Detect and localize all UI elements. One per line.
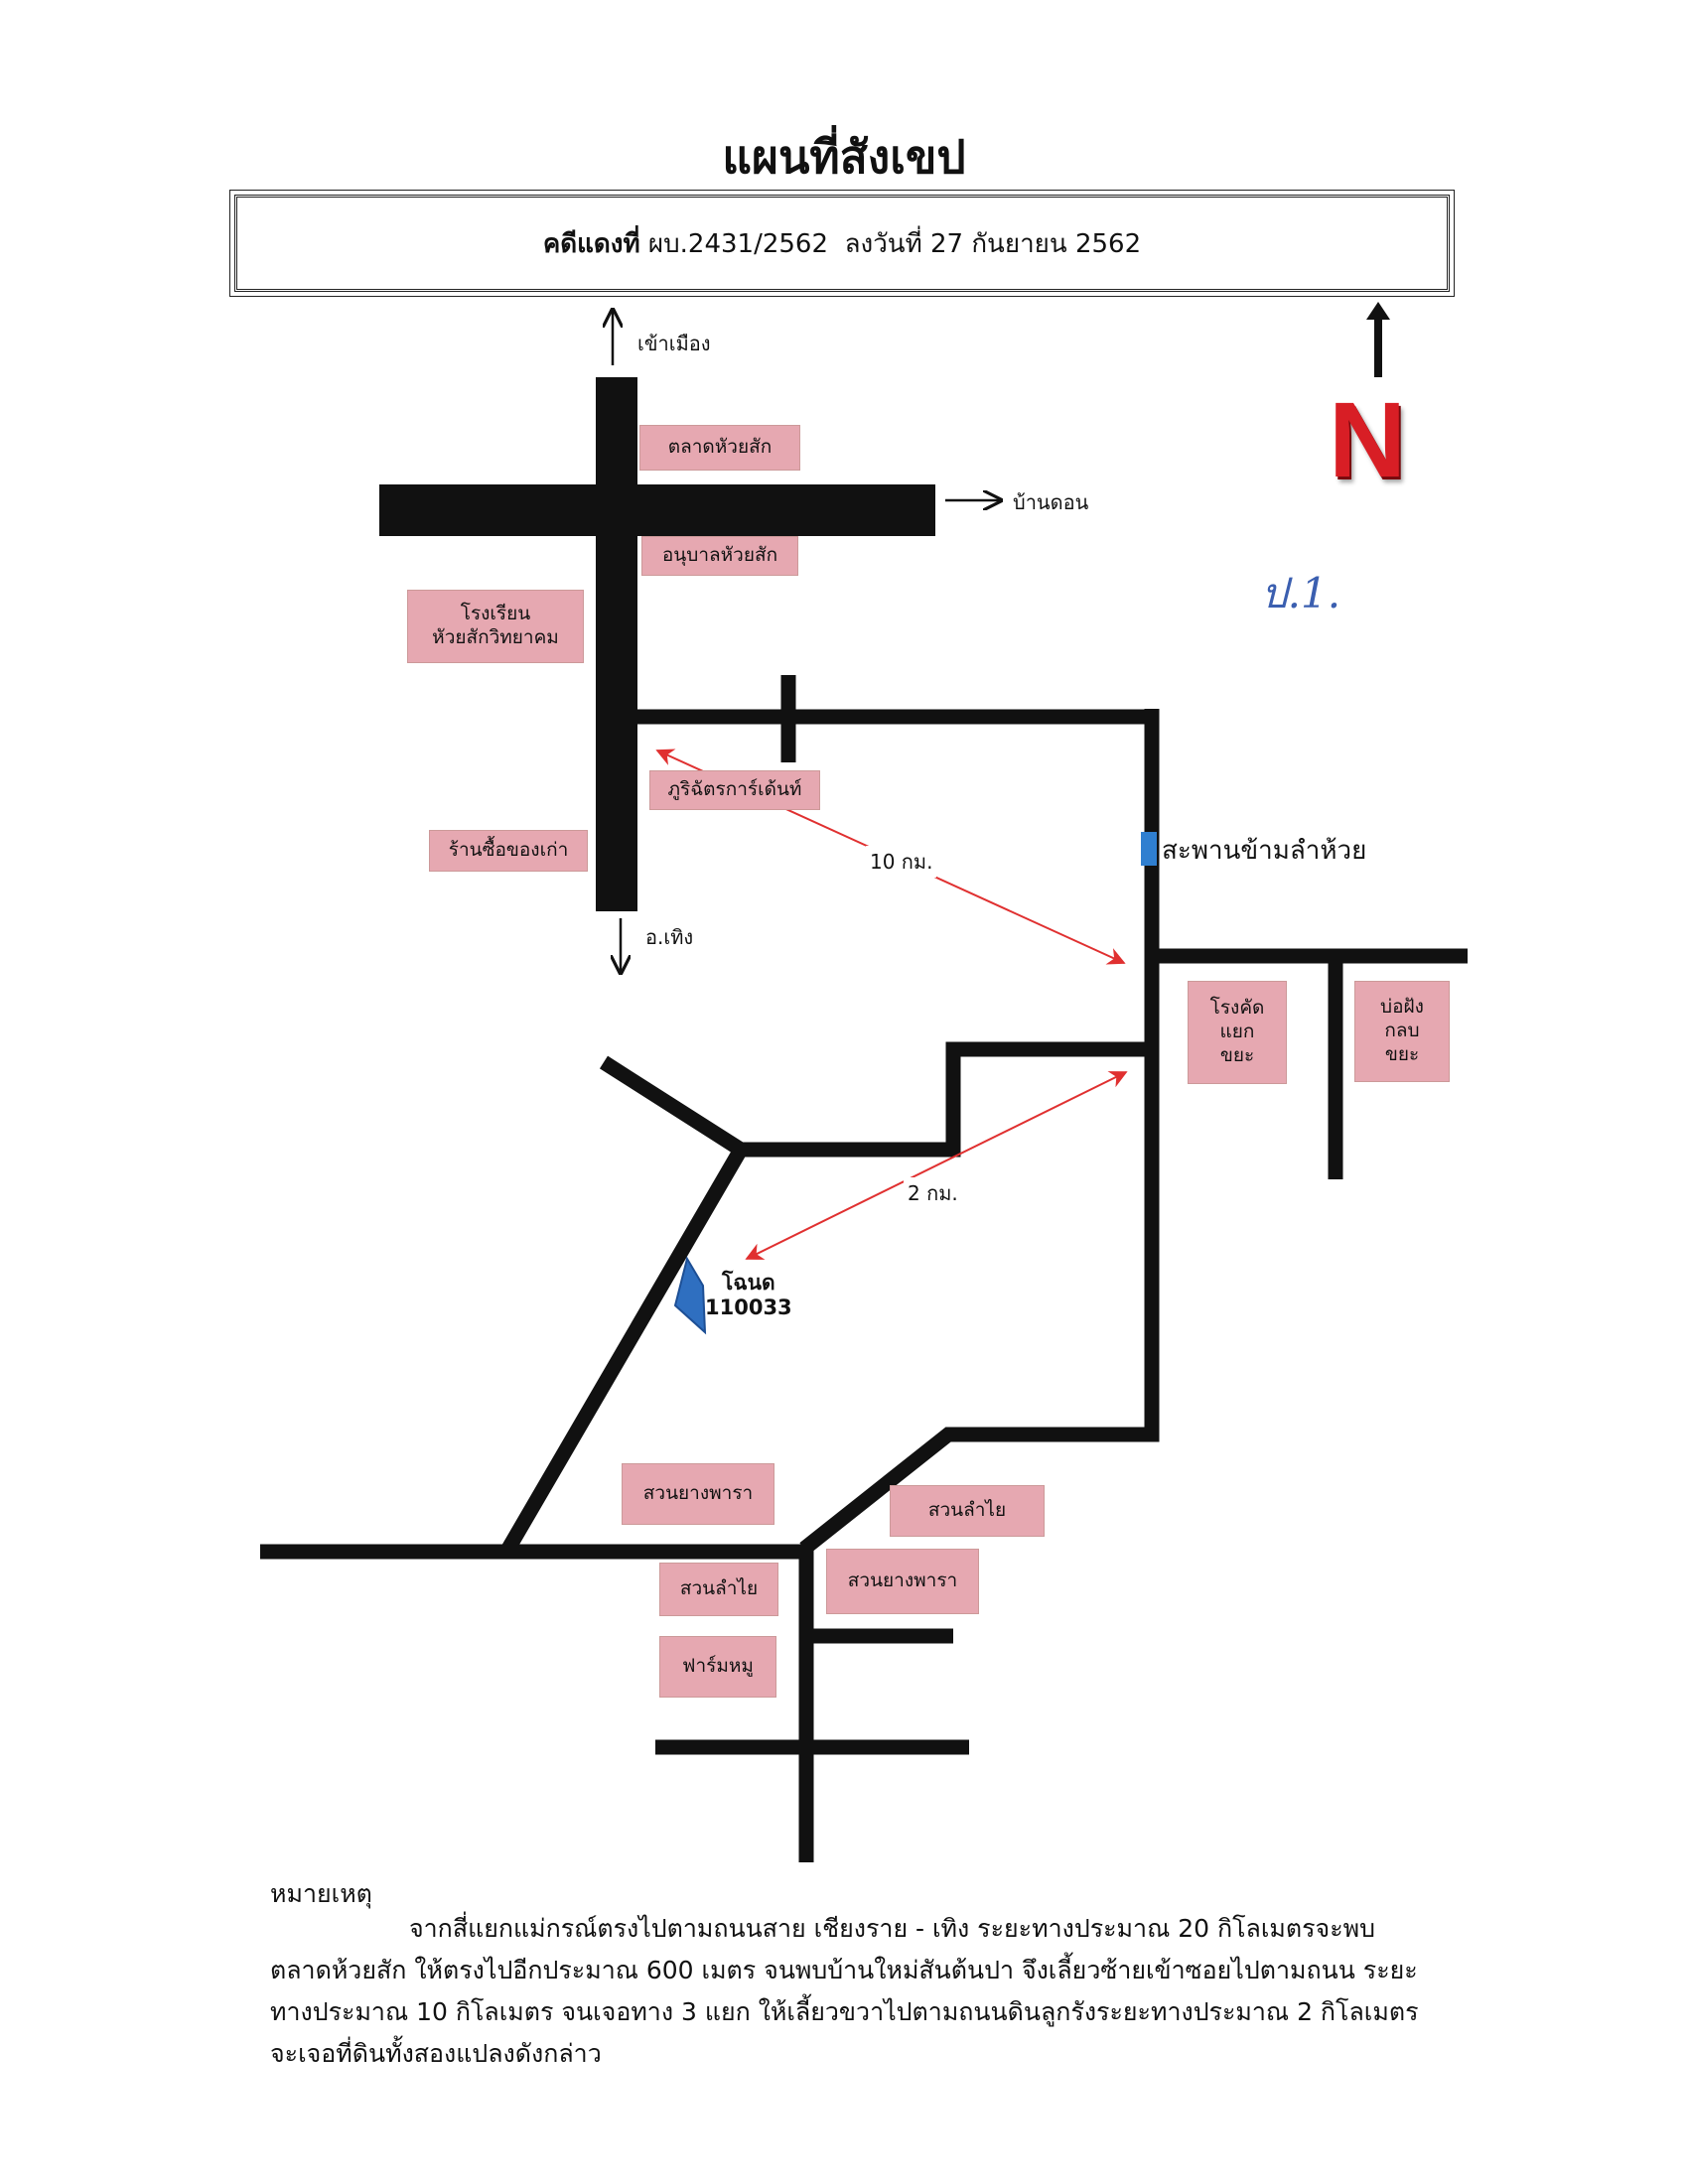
label-to-city: เข้าเมือง: [637, 332, 711, 355]
landmark-pig-farm: ฟาร์มหมู: [659, 1636, 776, 1698]
landmark-longan-2: สวนลำไย: [659, 1563, 778, 1616]
label-to-thoeng: อ.เทิง: [645, 925, 694, 949]
landmark-school: โรงเรียน หัวยสักวิทยาคม: [407, 590, 584, 663]
landmark-waste-sorting: โรงคัด แยก ขยะ: [1188, 981, 1287, 1084]
landmark-antique-shop: ร้านซื้อของเก่า: [429, 830, 588, 872]
case-reference-box: คดีแดงที่ ผบ.2431/2562 ลงวันที่ 27 กันยา…: [229, 190, 1455, 297]
landmark-market: ตลาดหัวยสัก: [639, 425, 800, 471]
landmark-rubber-1: สวนยางพารา: [622, 1463, 774, 1525]
distance-label-10km: 10 กม.: [866, 846, 937, 878]
note-body: จากสี่แยกแม่กรณ์ตรงไปตามถนนสาย เชียงราย …: [270, 1914, 1419, 2068]
case-number: ผบ.2431/2562: [647, 228, 829, 259]
road-main-highway: [596, 377, 637, 911]
north-indicator: N: [1329, 379, 1406, 499]
distance-arrow-2km: [745, 1071, 1128, 1260]
landmark-garden-shop: ภูริฉัตรการ์เด้นท์: [649, 770, 820, 810]
case-prefix: คดีแดงที่: [542, 228, 640, 259]
note-heading: หมายเหตุ: [270, 1879, 372, 1908]
case-date-prefix: ลงวันที่: [844, 228, 922, 259]
deed-parcel-marker: [673, 1256, 707, 1335]
case-reference-line: คดีแดงที่ ผบ.2431/2562 ลงวันที่ 27 กันยา…: [543, 223, 1141, 264]
north-arrow-head: [1366, 302, 1390, 320]
label-to-ban-don: บ้านดอน: [1013, 490, 1089, 514]
case-date: 27 กันยายน 2562: [929, 228, 1142, 259]
deed-label: โฉนด 110033: [705, 1271, 792, 1320]
deed-number: 110033: [705, 1296, 792, 1320]
map-title: แผนที่สังเขป: [722, 130, 966, 184]
landmark-longan-1: สวนลำไย: [890, 1485, 1045, 1537]
handwritten-mark: ป.1.: [1261, 569, 1341, 617]
distance-label-2km: 2 กม.: [904, 1177, 962, 1209]
landmark-rubber-2: สวนยางพารา: [826, 1549, 979, 1614]
landmark-kindergarten: อนุบาลหัวยสัก: [641, 536, 798, 576]
road-east-west: [379, 484, 935, 536]
bridge-marker: [1141, 832, 1157, 866]
landmark-waste-pit: บ่อฝัง กลบ ขยะ: [1354, 981, 1450, 1082]
label-bridge: สะพานข้ามลำห้วย: [1162, 836, 1367, 866]
deed-label-text: โฉนด: [722, 1271, 775, 1295]
